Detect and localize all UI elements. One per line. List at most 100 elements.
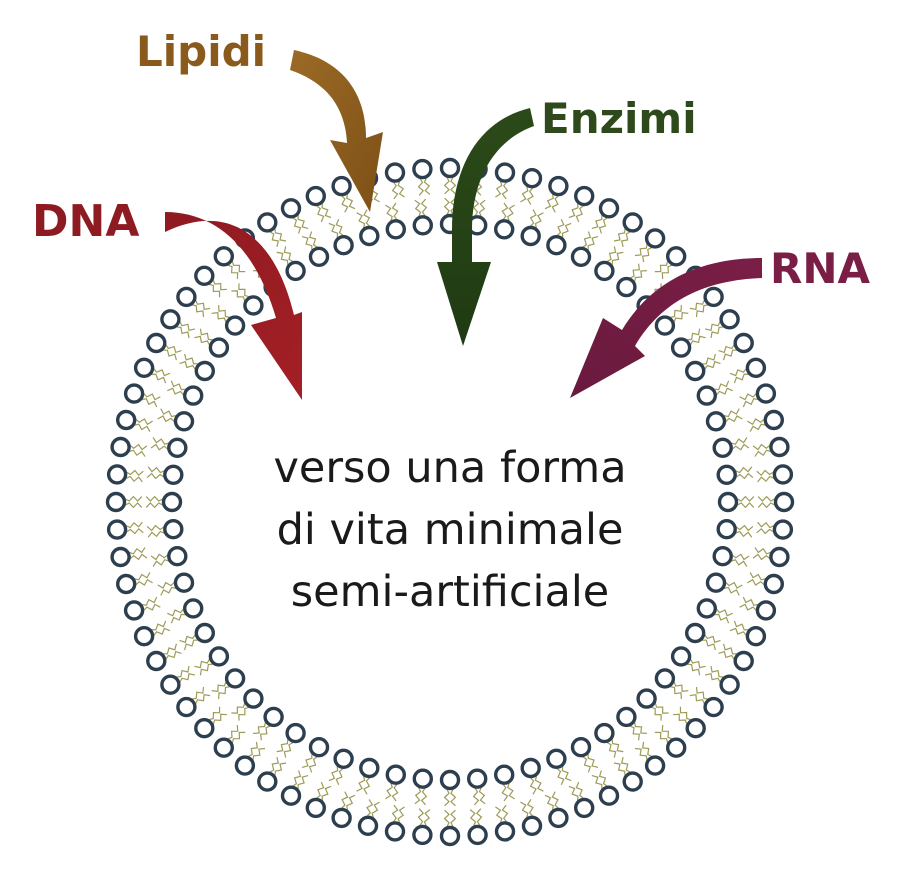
label-rna: RNA [770, 244, 870, 293]
lipid-head [161, 491, 183, 513]
lipid-tail [191, 686, 205, 700]
lipid-head [123, 600, 145, 621]
lipid-tail [153, 627, 171, 636]
lipid-tail [335, 219, 344, 237]
lipid-tail [654, 731, 669, 744]
lipid-tail [129, 443, 148, 451]
lipid-tail [356, 775, 366, 792]
lipid-head [467, 824, 488, 846]
lipid-head [520, 225, 541, 247]
lipid-tail [363, 777, 371, 795]
lipid-head [106, 519, 128, 540]
lipid-head [439, 769, 461, 791]
center-text-line1: verso una forma [273, 443, 626, 493]
lipid-tail [469, 809, 477, 827]
lipid-tail [606, 741, 617, 758]
lipid-tail [414, 787, 422, 805]
lipid-tail [634, 243, 648, 257]
lipid-head [173, 572, 195, 593]
lipid-tail [167, 387, 185, 396]
lipid-tail [749, 423, 766, 432]
lipid-tail [145, 495, 164, 502]
lipid-head [670, 337, 692, 358]
lipid-head [224, 315, 246, 336]
lipid-head [670, 646, 692, 667]
lipid-tail [346, 193, 356, 210]
lipid-tail [443, 788, 450, 807]
lipid-head [494, 162, 516, 183]
lipid-head [160, 674, 181, 695]
lipid-tail [335, 767, 344, 785]
lipid-tail [170, 380, 187, 391]
lipid-tail [227, 264, 239, 279]
lipid-tail [695, 304, 709, 318]
lipid-tail [591, 775, 603, 790]
lipid-head [622, 771, 643, 792]
lipid-tail [165, 650, 182, 660]
lipid-head [257, 771, 278, 792]
lipid-tail [754, 449, 772, 457]
lipid-head [285, 260, 306, 282]
lipid-tail [478, 787, 486, 805]
lipid-head [685, 622, 706, 644]
lipid-tail [162, 643, 177, 655]
lipid-tail [152, 559, 170, 567]
lipid-tail [301, 753, 313, 768]
lipid-tail [501, 804, 509, 823]
lipid-head [570, 737, 592, 758]
lipid-tail [551, 195, 560, 213]
lipid-tail [679, 706, 692, 721]
lipid-tail [199, 328, 214, 341]
lipid-tail [520, 186, 529, 203]
lipid-tail [199, 663, 214, 676]
lipid-head [622, 212, 643, 233]
lipid-tail [730, 437, 748, 445]
lipid-tail [587, 236, 599, 251]
lipid-tail [260, 725, 271, 741]
lipid-tail [184, 353, 199, 365]
lipid-tail [340, 791, 349, 809]
lipid-tail [253, 721, 267, 734]
lipid-head [769, 436, 790, 458]
lipid-tail [153, 368, 171, 377]
lipid-tail [715, 387, 733, 396]
lipid-tail [710, 665, 724, 678]
lipid-head [280, 198, 302, 219]
lipid-tail [450, 809, 457, 828]
lipid-tail [141, 596, 158, 606]
lipid-head [685, 718, 706, 739]
lipid-tail [713, 613, 730, 624]
lipid-tail [301, 236, 313, 251]
lipid-tail [450, 788, 457, 807]
lipid-head [521, 815, 543, 836]
lipid-tail [526, 799, 534, 817]
lipid-tail [423, 809, 431, 827]
lipid-tail [297, 775, 309, 790]
lipid-tail [736, 502, 755, 509]
lipid-tail [752, 443, 771, 451]
lipid-head [243, 688, 264, 709]
lipid-tail [157, 581, 175, 589]
lipid-tail [686, 663, 701, 676]
lipid-tail [742, 596, 759, 606]
lipid-tail [150, 553, 169, 561]
lipid-tail [238, 283, 250, 298]
lipid-tail [747, 578, 765, 586]
lipid-tail [321, 203, 332, 219]
lipid-tail [661, 725, 673, 740]
lipid-head [333, 234, 354, 256]
lipid-tail [629, 263, 640, 279]
lipid-tail [231, 731, 246, 744]
lipid-head [494, 219, 515, 240]
lipid-head [745, 357, 767, 378]
lipid-tail [495, 180, 503, 198]
lipid-tail [179, 360, 196, 370]
lipid-head [263, 706, 284, 728]
lipid-tail [141, 398, 158, 408]
lipid-tail [613, 762, 626, 776]
lipid-tail [729, 368, 747, 377]
lipid-head [644, 228, 666, 249]
lipid-tail [292, 217, 302, 234]
lipid-tail [152, 437, 170, 445]
